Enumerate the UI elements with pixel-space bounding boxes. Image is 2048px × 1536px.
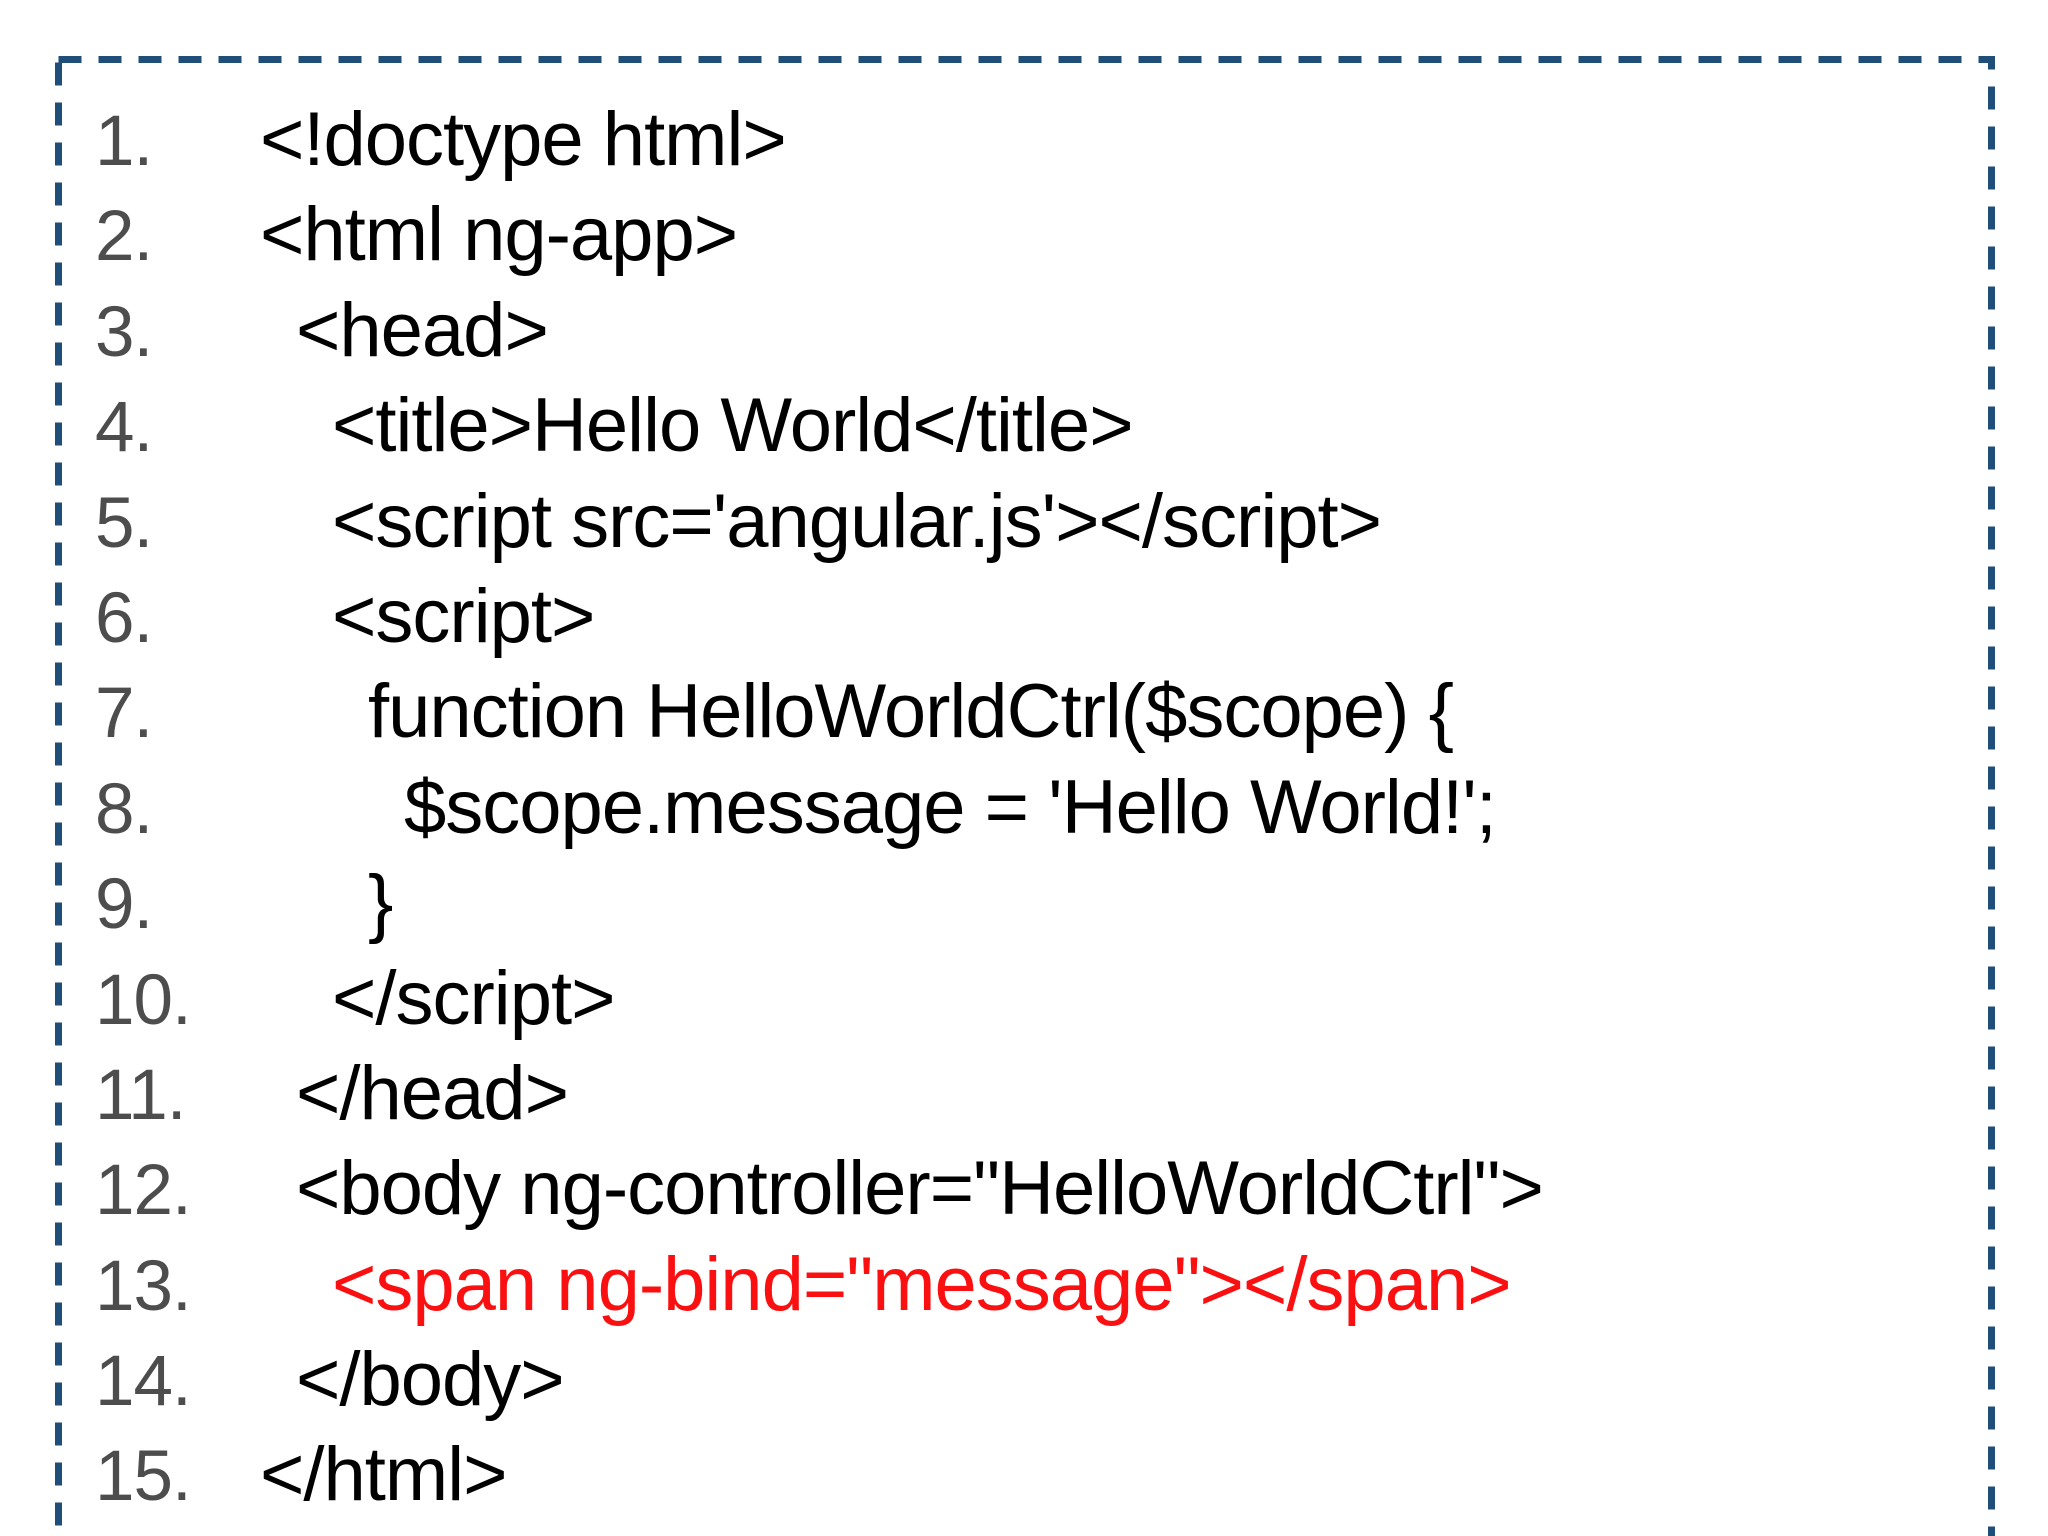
line-number: 11. — [95, 1055, 186, 1135]
code-line: 9.} — [0, 855, 2048, 950]
line-number: 1. — [95, 102, 153, 181]
code-line: 4. <title>Hello World</title> — [0, 378, 2048, 473]
line-number: 12. — [95, 1151, 192, 1231]
code-line: 5. <script src='angular.js'></script> — [0, 474, 2048, 569]
line-number: 9. — [95, 865, 153, 945]
code-line: 11. </head> — [0, 1046, 2048, 1141]
line-code: <script> — [332, 573, 595, 659]
line-code: </script> — [332, 955, 615, 1041]
code-line: 2. <html ng-app> — [0, 187, 2048, 282]
line-code: $scope.message = 'Hello World!'; — [404, 764, 1497, 850]
code-line: 7. function HelloWorldCtrl($scope) { — [0, 664, 2048, 759]
line-number: 13. — [95, 1246, 192, 1326]
code-line: 13. <span ng-bind="message"></span> — [0, 1237, 2048, 1332]
code-line: 14. </body> — [0, 1332, 2048, 1427]
line-code: <html ng-app> — [260, 192, 738, 278]
line-code: <!doctype html> — [260, 97, 787, 182]
line-code: <title>Hello World</title> — [332, 383, 1134, 469]
line-number: 3. — [95, 292, 153, 372]
line-number: 7. — [95, 674, 153, 754]
line-number: 5. — [95, 483, 153, 563]
line-number: 15. — [95, 1437, 192, 1517]
line-code: </html> — [260, 1432, 507, 1518]
line-code: } — [368, 860, 393, 946]
line-number: 6. — [95, 578, 153, 658]
line-number: 14. — [95, 1342, 192, 1422]
line-code: function HelloWorldCtrl($scope) { — [368, 669, 1454, 755]
line-code: <script src='angular.js'></script> — [332, 478, 1382, 564]
line-code: <span ng-bind="message"></span> — [332, 1241, 1512, 1327]
code-line: 12. <body ng-controller="HelloWorldCtrl"> — [0, 1141, 2048, 1236]
line-number: 4. — [95, 388, 153, 468]
line-code: <head> — [296, 287, 549, 373]
code-line: 10. </script> — [0, 951, 2048, 1046]
line-number: 8. — [95, 769, 153, 849]
code-line: 15. </html> — [0, 1427, 2048, 1522]
line-code: <body ng-controller="HelloWorldCtrl"> — [296, 1146, 1544, 1232]
code-line: 1. <!doctype html> — [0, 92, 2048, 187]
line-number: 2. — [95, 197, 153, 277]
line-code: </head> — [296, 1050, 569, 1136]
code-line: 8. $scope.message = 'Hello World!'; — [0, 760, 2048, 855]
code-line: 6. <script> — [0, 569, 2048, 664]
code-listing: 1. <!doctype html> 2. <html ng-app> 3. <hea… — [0, 92, 2048, 1523]
line-code: </body> — [296, 1337, 565, 1423]
line-number: 10. — [95, 960, 192, 1040]
code-line: 3. <head> — [0, 283, 2048, 378]
